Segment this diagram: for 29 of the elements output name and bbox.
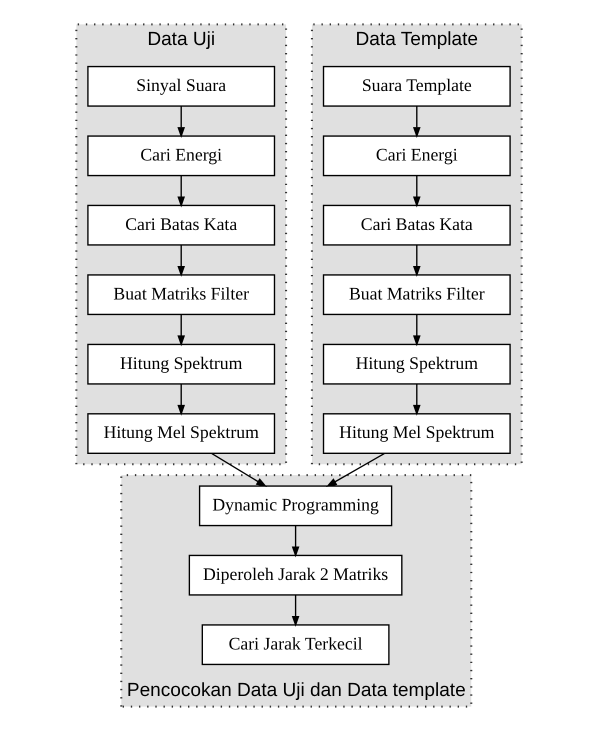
arrow [412,314,421,346]
arrow [412,384,421,416]
node-box: Suara Template [322,66,511,107]
node-box: Cari Energi [322,135,511,176]
arrow [177,106,186,138]
node-box: Dynamic Programming [198,485,392,526]
arrow [177,314,186,346]
arrow [412,245,421,277]
node-box: Cari Batas Kata [322,204,511,246]
node-box: Hitung Mel Spektrum [87,413,276,454]
arrow [412,106,421,138]
node-box: Cari Energi [87,135,276,176]
node-box: Cari Jarak Terkecil [202,624,390,666]
node-box: Buat Matriks Filter [87,274,276,316]
arrow [177,176,186,208]
arrow [177,245,186,277]
node-box: Hitung Spektrum [87,344,276,385]
arrow [177,384,186,416]
arrow [292,526,300,558]
node-box: Hitung Mel Spektrum [322,413,511,454]
node-box: Sinyal Suara [87,66,276,107]
arrow [412,176,421,208]
arrow [292,595,300,627]
node-box: Diperoleh Jarak 2 Matriks [188,554,402,596]
arrow [212,452,268,488]
node-box: Cari Batas Kata [87,204,276,246]
node-box: Buat Matriks Filter [322,274,511,316]
arrow [326,452,385,487]
node-box: Hitung Spektrum [322,344,511,385]
